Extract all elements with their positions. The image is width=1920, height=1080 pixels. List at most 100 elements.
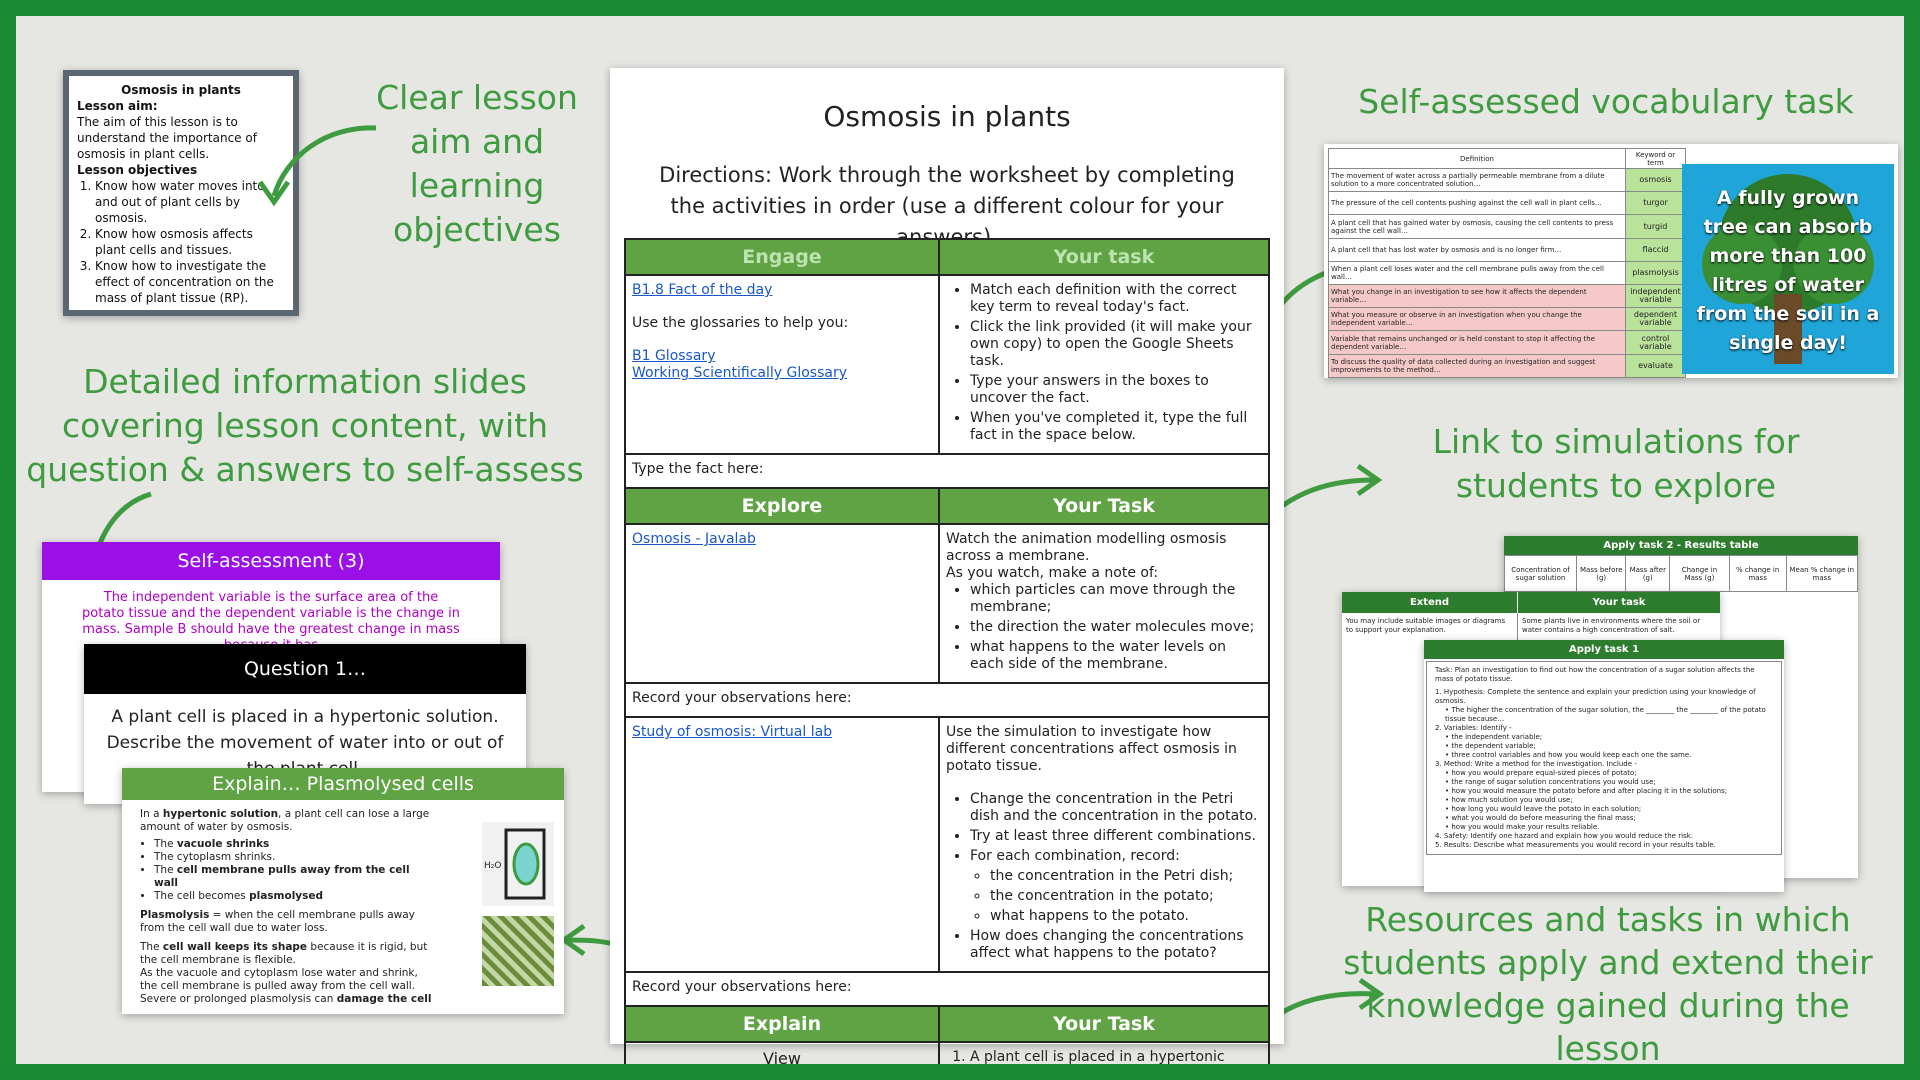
table-row: Osmosis - Javalab Watch the animation mo… (624, 523, 1270, 684)
objective-item: Know how osmosis affects plant cells and… (95, 226, 285, 258)
text: Plasmolysis (140, 909, 210, 921)
vocab-def: A plant cell that has lost water by osmo… (1328, 237, 1626, 262)
vocab-def: To discuss the quality of data collected… (1328, 353, 1626, 379)
task-line: 5. Results: Describe what measurements y… (1435, 841, 1716, 849)
engage-task-header: Your task (938, 238, 1270, 276)
results-col: Mass before (g) (1575, 555, 1627, 592)
table-row: Concentration of sugar solution Mass bef… (1504, 555, 1859, 592)
extend-c2: Some plants live in environments where t… (1522, 617, 1701, 634)
task-line: • how long you would leave the potato in… (1445, 805, 1642, 813)
apply-task1-title: Apply task 1 (1424, 640, 1784, 659)
vocab-key[interactable]: independent variable (1625, 284, 1686, 309)
list-item: The cell becomes plasmolysed (154, 890, 434, 903)
table-cell: Osmosis - Javalab (624, 523, 940, 684)
text: damage the cell (336, 993, 432, 1005)
vocab-key[interactable]: flaccid (1625, 237, 1686, 262)
text: cell membrane pulls away from the cell w… (154, 864, 410, 889)
task-line: • how you would prepare equal-sized piec… (1445, 769, 1637, 777)
task-line: • three control variables and how you wo… (1445, 751, 1692, 759)
text: The (154, 864, 177, 876)
explore-intro2: As you watch, make a note of: (946, 565, 1159, 581)
table-cell: A plant cell is placed in a hypertonic s… (938, 1041, 1270, 1064)
observations-field-2[interactable]: Record your observations here: (624, 971, 1270, 1007)
explain-view-cell: View (624, 1041, 940, 1064)
vocab-key[interactable]: turgor (1625, 191, 1686, 216)
list-item: Try at least three different combination… (970, 828, 1262, 845)
results-table: Concentration of sugar solution Mass bef… (1504, 555, 1859, 592)
slide-explain-header: Explain… Plasmolysed cells (122, 768, 564, 800)
vocab-key[interactable]: turgid (1625, 214, 1686, 239)
vocab-key[interactable]: control variable (1625, 330, 1686, 355)
explore-intro1: Watch the animation modelling osmosis ac… (946, 531, 1227, 564)
list-item: Change the concentration in the Petri di… (970, 791, 1262, 825)
list-item: Click the link provided (it will make yo… (970, 319, 1262, 370)
worksheet-table: Engage Your task B1.8 Fact of the day Us… (624, 238, 1270, 1064)
results-col: Mass after (g) (1625, 555, 1671, 592)
fact-of-the-day-link[interactable]: B1.8 Fact of the day (632, 282, 773, 298)
javalab-link[interactable]: Osmosis - Javalab (632, 531, 756, 547)
virtual-lab-link[interactable]: Study of osmosis: Virtual lab (632, 724, 833, 740)
text: because it is rigid, but the cell membra… (140, 941, 428, 966)
vocab-key[interactable]: plasmolysis (1625, 260, 1686, 286)
ws-glossary-link[interactable]: Working Scientifically Glossary (632, 365, 848, 381)
vocab-header-keyword: Keyword or term (1625, 147, 1686, 170)
arrow-lesson-aim (257, 125, 377, 207)
vocab-key[interactable]: osmosis (1625, 168, 1686, 193)
text: The cell becomes (154, 890, 250, 902)
canvas: Osmosis in plants Lesson aim: The aim of… (16, 16, 1904, 1064)
vocab-key[interactable]: dependent variable (1625, 307, 1686, 332)
text: vacuole shrinks (176, 838, 270, 850)
table-row: Variable that remains unchanged or is he… (1328, 330, 1686, 355)
list-item: The vacuole shrinks (154, 838, 434, 851)
task-line: • how much solution you would use; (1445, 796, 1573, 804)
text: = when the cell membrane pulls away from… (140, 909, 415, 934)
table-row: Study of osmosis: Virtual lab Use the si… (624, 716, 1270, 973)
list-item: How does changing the concentrations aff… (970, 928, 1262, 962)
explore-header: Explore (624, 487, 940, 525)
observations-field[interactable]: Record your observations here: (624, 682, 1270, 718)
text: The (140, 941, 163, 953)
task-line: • how you would make your results reliab… (1445, 823, 1600, 831)
table-row: Explain Your Task (624, 1005, 1270, 1043)
task-line: 3. Method: Write a method for the invest… (1435, 760, 1637, 768)
fact-answer-field[interactable]: Type the fact here: (624, 453, 1270, 489)
objective-item: Know how to investigate the effect of co… (95, 258, 285, 306)
engage-header: Engage (624, 238, 940, 276)
text: hypertonic solution (162, 808, 279, 820)
table-row: B1.8 Fact of the day Use the glossaries … (624, 274, 1270, 455)
table-row: Explore Your Task (624, 487, 1270, 525)
task-line: 1. Hypothesis: Complete the sentence and… (1435, 688, 1756, 705)
vocab-key[interactable]: evaluate (1625, 353, 1686, 379)
text: In a (140, 808, 163, 820)
extend-h2: Your task (1592, 597, 1646, 608)
list-item: For each combination, record: (970, 848, 1262, 865)
results-title: Apply task 2 - Results table (1504, 536, 1858, 555)
aim-card-title: Osmosis in plants (121, 83, 241, 97)
table-row: A plant cell that has lost water by osmo… (1328, 237, 1686, 262)
list-item: the direction the water molecules move; (970, 619, 1262, 636)
explain-header: Explain (624, 1005, 940, 1043)
vocab-def: What you change in an investigation to s… (1328, 284, 1626, 309)
vocab-def: What you measure or observe in an invest… (1328, 307, 1626, 332)
results-col: Change in Mass (g) (1669, 555, 1730, 592)
vocab-def: The pressure of the cell contents pushin… (1328, 191, 1626, 216)
extend-h1: Extend (1342, 592, 1518, 613)
task-line: • the range of sugar solution concentrat… (1445, 778, 1656, 786)
table-row: View A plant cell is placed in a hyperto… (624, 1041, 1270, 1064)
table-cell: Study of osmosis: Virtual lab (624, 716, 940, 973)
slide-question-header: Question 1… (84, 644, 526, 694)
worksheet-title: Osmosis in plants (823, 100, 1071, 133)
vocab-header-definition: Definition (1328, 147, 1626, 170)
list-item: When you've completed it, type the full … (970, 410, 1262, 444)
table-row: What you change in an investigation to s… (1328, 284, 1686, 309)
vocab-def: When a plant cell loses water and the ce… (1328, 260, 1626, 286)
explore-task-header: Your Task (938, 487, 1270, 525)
aim-heading: Lesson aim: (77, 99, 158, 113)
list-item: The cell membrane pulls away from the ce… (154, 864, 434, 890)
table-row: Engage Your task (624, 238, 1270, 276)
b1-glossary-link[interactable]: B1 Glossary (632, 348, 716, 364)
task-line: • how you would measure the potato befor… (1445, 787, 1728, 795)
aim-text: The aim of this lesson is to understand … (77, 115, 257, 161)
h2o-label: H₂O (484, 861, 501, 871)
table-row: Definition Keyword or term (1328, 147, 1686, 170)
